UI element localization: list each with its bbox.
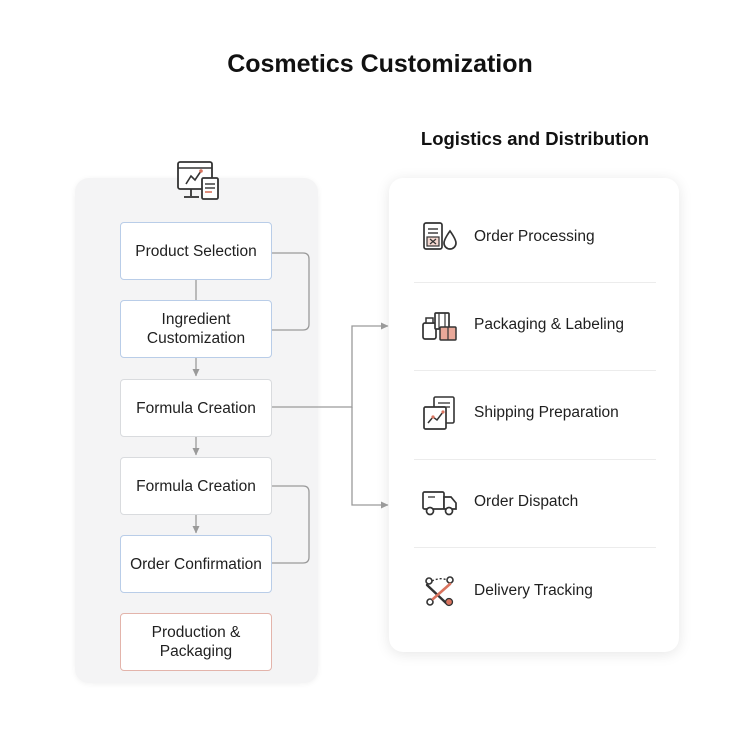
step-product-selection: Product Selection <box>120 222 272 280</box>
divider <box>414 282 656 283</box>
monitor-document-icon <box>177 161 219 200</box>
step-order-confirmation: Order Confirmation <box>120 535 272 593</box>
logistics-heading: Logistics and Distribution <box>420 128 650 149</box>
step-production-packaging: Production & Packaging <box>120 613 272 671</box>
packaging-labeling-icon <box>422 312 457 341</box>
logistics-item-label: Order Dispatch <box>474 493 579 510</box>
logistics-item-shipping-preparation: Shipping Preparation <box>414 369 656 457</box>
diagram-title: Cosmetics Customization <box>227 50 533 78</box>
delivery-truck-icon <box>422 491 457 516</box>
logistics-item-order-processing: Order Processing <box>414 193 656 281</box>
divider <box>414 459 656 460</box>
bracket-formula-confirmation <box>272 485 310 564</box>
logistics-item-order-dispatch: Order Dispatch <box>414 458 656 546</box>
shipping-preparation-icon <box>423 396 455 430</box>
logistics-item-label: Packaging & Labeling <box>474 316 624 333</box>
step-formula-creation: Formula Creation <box>120 379 272 437</box>
branch-connector <box>272 322 389 408</box>
order-processing-icon <box>423 222 457 250</box>
logistics-item-delivery-tracking: Delivery Tracking <box>414 547 656 635</box>
delivery-tracking-icon <box>425 576 454 607</box>
bracket-selection-ingredient <box>272 252 310 331</box>
branch-connector-lower <box>351 407 389 509</box>
divider <box>414 547 656 548</box>
divider <box>414 370 656 371</box>
logistics-item-label: Order Processing <box>474 228 595 245</box>
step-formula-creation-2: Formula Creation <box>120 457 272 515</box>
logistics-item-label: Shipping Preparation <box>474 404 619 421</box>
step-ingredient-customization: Ingredient Customization <box>120 300 272 358</box>
logistics-item-packaging-labeling: Packaging & Labeling <box>414 281 656 369</box>
logistics-item-label: Delivery Tracking <box>474 582 593 599</box>
